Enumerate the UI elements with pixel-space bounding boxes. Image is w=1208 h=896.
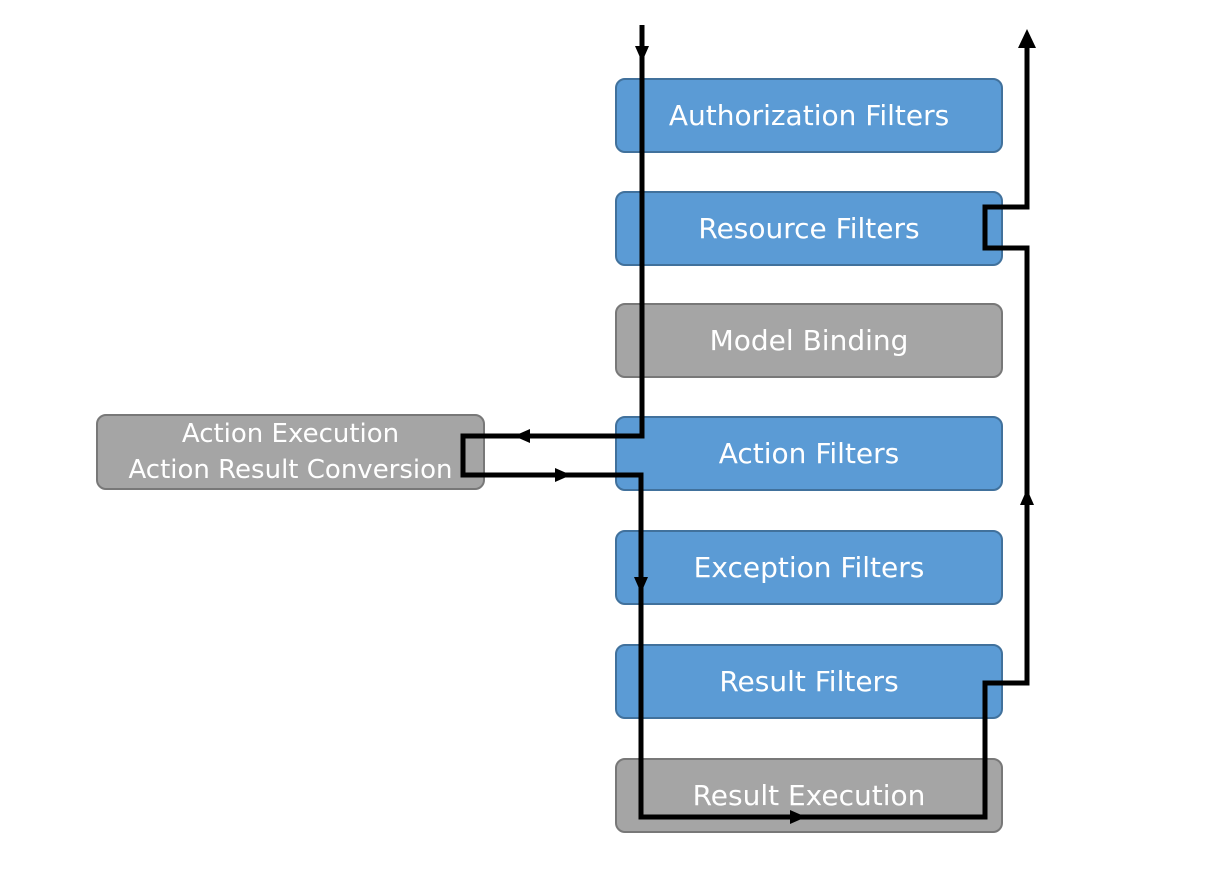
arrowhead-up-middle: [1020, 489, 1034, 505]
result-execution-box: Result Execution: [615, 758, 1003, 833]
arrowhead-up-top: [1018, 29, 1036, 48]
action-filters-label: Action Filters: [718, 436, 900, 470]
action-execution-box: Action Execution Action Result Conversio…: [96, 414, 485, 490]
exception-filters-box: Exception Filters: [615, 530, 1003, 605]
resource-filters-label: Resource Filters: [698, 211, 920, 245]
model-binding-label: Model Binding: [709, 323, 909, 357]
arrowhead-left-to-action: [514, 429, 530, 443]
arrowhead-right-from-action: [555, 468, 571, 482]
action-filters-box: Action Filters: [615, 416, 1003, 491]
model-binding-box: Model Binding: [615, 303, 1003, 378]
action-execution-label: Action Execution: [181, 418, 400, 449]
exception-filters-label: Exception Filters: [693, 550, 925, 584]
resource-filters-box: Resource Filters: [615, 191, 1003, 266]
action-result-conversion-label: Action Result Conversion: [128, 455, 453, 485]
arrowhead-down-top: [635, 46, 649, 62]
authorization-filters-label: Authorization Filters: [668, 98, 950, 132]
result-filters-box: Result Filters: [615, 644, 1003, 719]
result-execution-label: Result Execution: [692, 778, 926, 812]
authorization-filters-box: Authorization Filters: [615, 78, 1003, 153]
result-filters-label: Result Filters: [719, 664, 899, 698]
